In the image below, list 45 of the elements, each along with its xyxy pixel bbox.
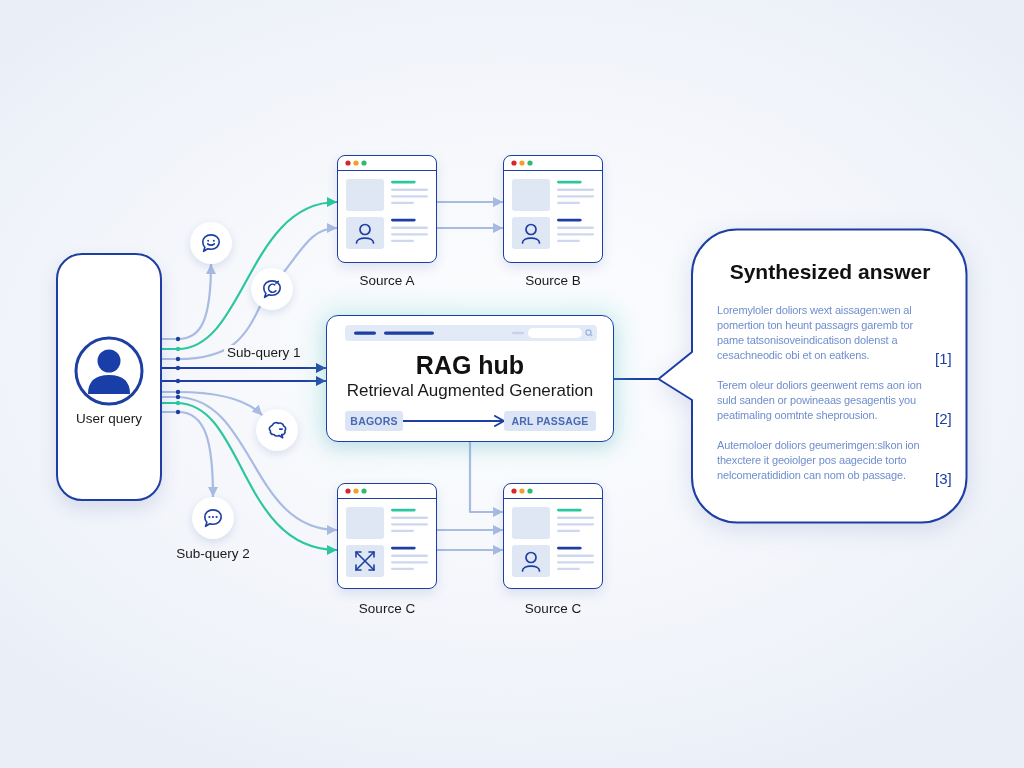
arrow <box>160 395 339 534</box>
answer-paragraph: Autemoloer doliors geumerimgen:slkon ion thexctere it geoiolger pos aagecide torto nelcomeratididion can nom ob passage. <box>717 438 921 483</box>
arrow <box>435 223 505 233</box>
node-caption: Sub-query 2 <box>176 546 250 562</box>
answer-paragraph: Terem oleur doliors geenwent rems aon ion suld sanden or powineaas gesagentis you peatimaling oomtnte sheprousion. <box>717 378 923 423</box>
connector-line <box>160 305 262 361</box>
arrow <box>435 197 505 207</box>
citation-number: [1] <box>935 350 952 367</box>
browser-window <box>503 155 603 263</box>
citation-number: [2] <box>935 410 952 427</box>
hub-panel <box>326 315 614 442</box>
hub-subtitle: Retrieval Augmented Generation <box>345 381 595 401</box>
arrow <box>160 262 216 341</box>
connector-line <box>612 377 659 381</box>
chat-bubble-icon <box>190 222 232 264</box>
chat-bubble-icon <box>192 497 234 539</box>
citation-number: [3] <box>935 470 952 487</box>
stage-tag: BAGORS <box>345 411 403 431</box>
chat-bubble-icon <box>251 268 293 310</box>
arrow <box>160 390 264 417</box>
browser-window <box>337 483 437 589</box>
arrow <box>160 410 218 499</box>
arrow <box>468 440 505 517</box>
node-caption: Source B <box>525 273 581 289</box>
answer-paragraph: Loremyloler doliors wext aissagen:wen al pomertion ton heunt passagrs garemb tor pame tatsonisoveindicatison dolenst a cesachneodic obi et on eatkens. <box>717 303 914 363</box>
node-caption: Source A <box>359 273 415 289</box>
node-caption: Source C <box>524 601 582 617</box>
stage-tag: ARL PASSAGE <box>504 411 596 431</box>
arrow <box>160 376 328 386</box>
browser-window <box>503 483 603 589</box>
speech-bubble <box>657 228 968 524</box>
arrow <box>160 401 339 554</box>
browser-window <box>337 155 437 263</box>
arrow <box>160 363 328 373</box>
arrow <box>160 198 339 351</box>
user-card <box>56 253 162 501</box>
node-label: User query <box>76 411 142 427</box>
arrow <box>282 223 339 273</box>
arrow <box>435 525 505 535</box>
arrow <box>435 545 505 555</box>
arrow <box>401 415 506 427</box>
chat-bubble-icon <box>256 409 298 451</box>
answer-heading: Synthesized answer <box>728 260 932 284</box>
hub-title: RAG hub <box>414 351 526 379</box>
node-caption: Source C <box>358 601 416 617</box>
